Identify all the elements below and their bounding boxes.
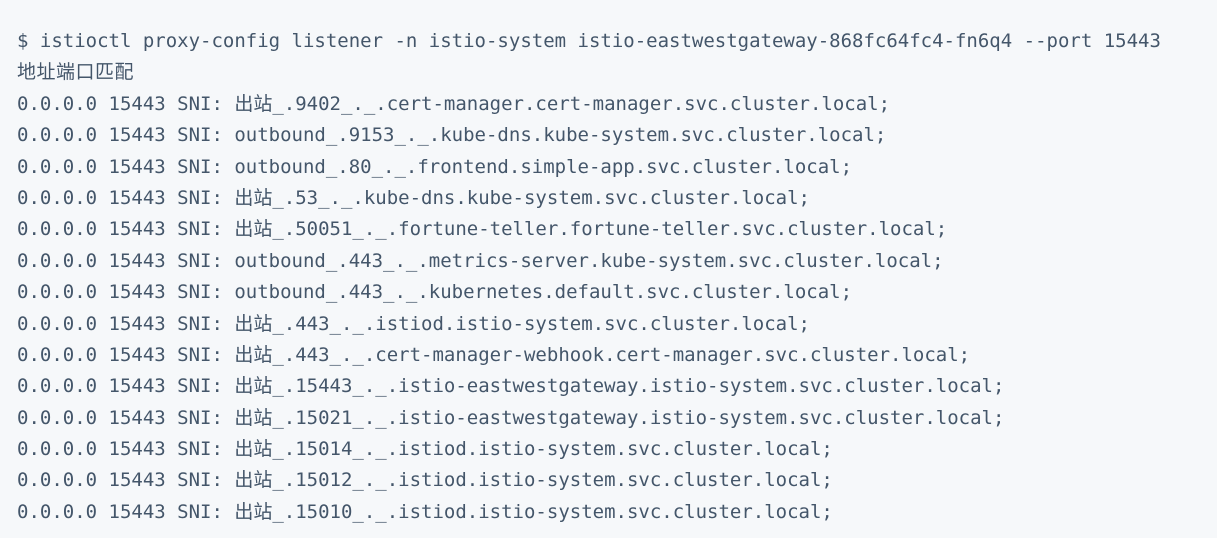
listener-row: 0.0.0.0 15443 SNI: 出站_.15010_._.istiod.i… <box>17 500 833 523</box>
listener-row: 0.0.0.0 15443 SNI: 出站_.53_._.kube-dns.ku… <box>17 186 810 209</box>
listener-row: 0.0.0.0 15443 SNI: outbound_.80_._.front… <box>17 155 853 178</box>
listener-row: 0.0.0.0 15443 SNI: outbound_.443_._.metr… <box>17 249 944 272</box>
command-line: $ istioctl proxy-config listener -n isti… <box>17 30 1161 52</box>
listener-row: 0.0.0.0 15443 SNI: outbound_.9153_._.kub… <box>17 124 887 147</box>
listener-row: 0.0.0.0 15443 SNI: 出站_.15012_._.istiod.i… <box>17 469 833 492</box>
listener-row: 0.0.0.0 15443 SNI: 出站_.443_._.cert-manag… <box>17 343 971 366</box>
listener-row: 0.0.0.0 15443 SNI: 出站_.50051_._.fortune-… <box>17 218 948 241</box>
listener-row: 0.0.0.0 15443 SNI: outbound_.443_._.kube… <box>17 281 853 304</box>
listener-row: 0.0.0.0 15443 SNI: 出站_.15021_._.istio-ea… <box>17 406 1005 429</box>
listener-row: 0.0.0.0 15443 SNI: 出站_.15014_._.istiod.i… <box>17 438 833 461</box>
listener-row: 0.0.0.0 15443 SNI: 出站_.15443_._.istio-ea… <box>17 375 1005 398</box>
listener-row: 0.0.0.0 15443 SNI: 出站_.9402_._.cert-mana… <box>17 92 891 115</box>
listener-row: 0.0.0.0 15443 SNI: 出站_.443_._.istiod.ist… <box>17 312 810 335</box>
output-column-header: 地址端口匹配 <box>17 61 135 84</box>
